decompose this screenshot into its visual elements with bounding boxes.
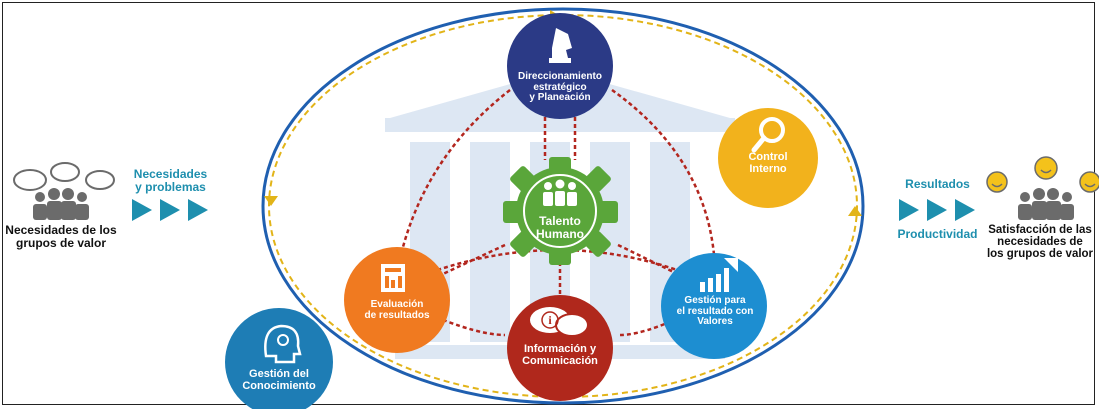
node-label-informacion: Información y Comunicación xyxy=(522,343,598,367)
talento-humano-gear xyxy=(503,157,618,265)
node-direccionamiento xyxy=(507,13,613,119)
node-label-gestion-resultado: Gestión para el resultado con Valores xyxy=(676,295,754,327)
building-column xyxy=(470,142,510,342)
right-flow-bottom-label: Productividad xyxy=(897,227,978,241)
left-group-label: Necesidades de los grupos de valor xyxy=(5,223,117,250)
link-path xyxy=(397,248,716,287)
people-group-icon xyxy=(543,179,577,206)
chess-knight-icon xyxy=(549,28,572,63)
node-control-interno xyxy=(718,108,818,208)
head-gears-icon xyxy=(264,324,302,364)
ring-arrow xyxy=(848,206,862,216)
ring-arrow xyxy=(264,196,278,206)
node-label-direccionamiento: Direccionamiento estratégico y Planeació… xyxy=(518,71,602,103)
node-informacion: i xyxy=(507,295,613,401)
node-label-evaluacion: Evaluación de resultados xyxy=(364,299,430,321)
node-evaluacion xyxy=(344,247,450,353)
right-group-label: Satisfacción de las necesidades de los g… xyxy=(986,224,1094,261)
node-gestion-resultado xyxy=(661,253,767,359)
outer-ring xyxy=(261,7,865,405)
right-flow-top-label: Resultados xyxy=(905,177,970,191)
diagram-frame xyxy=(2,2,1095,405)
link-path xyxy=(396,89,511,269)
center-label: Talento Humano xyxy=(536,214,584,241)
right-people-group xyxy=(986,156,1099,220)
node-label-conocimiento: Gestión del Conocimiento xyxy=(242,368,316,392)
left-flow-label: Necesidades y problemas xyxy=(133,167,208,194)
growth-chart-icon xyxy=(700,258,738,292)
node-label-control: Control Interno xyxy=(748,151,788,175)
node-gestion-conocimiento xyxy=(225,308,333,409)
svg-text:i: i xyxy=(548,313,552,327)
link-path xyxy=(611,88,717,269)
smiley-face-icon xyxy=(986,156,1099,193)
speech-bubbles-icon: i xyxy=(530,307,589,337)
building-beam xyxy=(385,118,735,132)
magnifier-icon xyxy=(751,117,785,153)
speech-bubble-icon xyxy=(13,162,115,191)
left-people-group xyxy=(13,162,115,220)
left-flow-arrows xyxy=(132,199,208,221)
right-flow-arrows xyxy=(899,199,975,221)
report-chart-icon xyxy=(381,264,405,292)
